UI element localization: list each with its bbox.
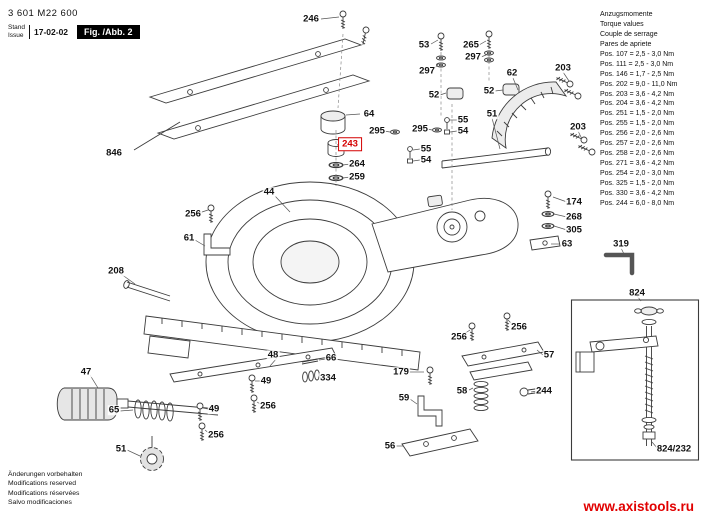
part-callout-203: 203 (554, 62, 572, 74)
torque-title-line: Pares de apriete (600, 40, 652, 48)
torque-entry: Pos. 251 = 1,5 - 2,0 Nm (600, 110, 675, 118)
part-callout-59: 59 (397, 392, 411, 404)
torque-entry: Pos. 204 = 3,6 - 4,2 Nm (600, 100, 675, 108)
angle-scale-drawing (491, 81, 568, 150)
part-callout-58: 58 (455, 385, 469, 397)
document-header: 3 601 M22 600 Stand Issue 17-02-02 Fig. … (8, 8, 140, 40)
bracket-assembly-drawing (401, 312, 545, 457)
torque-entry: Pos. 202 = 9,0 - 11,0 Nm (600, 80, 678, 88)
part-callout-61: 61 (182, 232, 196, 244)
part-callout-65: 65 (107, 404, 121, 416)
part-callout-62: 62 (505, 67, 519, 79)
part-callout-52: 52 (427, 89, 441, 101)
part-callout-44: 44 (262, 186, 276, 198)
part-callout-47: 47 (79, 366, 93, 378)
part-callout-57: 57 (542, 349, 556, 361)
part-callout-319: 319 (612, 238, 630, 250)
brace-divider (29, 24, 30, 39)
part-callout-53: 53 (417, 39, 431, 51)
part-callout-256: 256 (450, 331, 468, 343)
part-callout-52: 52 (482, 85, 496, 97)
part-callout-51: 51 (114, 443, 128, 455)
torque-entry: Pos. 107 = 2,5 - 3,0 Nm (600, 50, 675, 58)
issue-date: 17-02-02 (34, 26, 69, 37)
part-callout-824: 824 (628, 287, 646, 299)
figure-badge: Fig. /Abb. 2 (77, 24, 140, 39)
part-callout-295: 295 (368, 125, 386, 137)
part-callout-244: 244 (535, 385, 553, 397)
part-callout-846: 846 (105, 147, 123, 159)
part-callout-824-232: 824/232 (655, 443, 693, 455)
torque-entry: Pos. 258 = 2,0 - 2,6 Nm (600, 150, 675, 158)
torque-entry: Pos. 330 = 3,6 - 4,2 Nm (600, 189, 675, 197)
part-callout-256: 256 (259, 400, 277, 412)
document-number: 3 601 M22 600 (8, 8, 78, 19)
left-small-parts-drawing (123, 204, 231, 302)
stand-label: Stand (8, 24, 25, 31)
part-callout-243: 243 (338, 137, 362, 151)
part-callout-179: 179 (392, 366, 410, 378)
part-callout-55: 55 (456, 114, 470, 126)
slide-bar-drawing (169, 347, 337, 442)
bolt-203-drawing (554, 74, 597, 157)
fence-rails-drawing (133, 38, 371, 151)
part-callout-259: 259 (348, 171, 366, 183)
footnote-line: Modifications reserved (8, 480, 76, 488)
assembly-axes (335, 33, 490, 210)
part-callout-48: 48 (266, 349, 280, 361)
part-callout-246: 246 (302, 13, 320, 25)
torque-entry: Pos. 257 = 2,0 - 2,6 Nm (600, 140, 675, 148)
turntable-base-drawing (143, 181, 519, 371)
stand-issue-labels: Stand Issue (8, 24, 25, 40)
part-callout-264: 264 (348, 158, 366, 170)
top-fasteners-drawing (339, 10, 520, 100)
torque-title-line: Couple de serrage (600, 30, 658, 38)
part-callout-268: 268 (565, 211, 583, 223)
watermark-link[interactable]: www.axistools.ru (583, 499, 694, 514)
torque-entry: Pos. 325 = 1,5 - 2,0 Nm (600, 179, 675, 187)
footnote-line: Salvo modificaciones (8, 499, 72, 507)
part-callout-256: 256 (510, 321, 528, 333)
torque-entry: Pos. 271 = 3,6 - 4,2 Nm (600, 160, 675, 168)
part-callout-256: 256 (207, 429, 225, 441)
torque-entry: Pos. 256 = 2,0 - 2,6 Nm (600, 130, 675, 138)
footnote-line: Modifications réservées (8, 489, 80, 497)
part-callout-334: 334 (319, 372, 337, 384)
torque-entry: Pos. 254 = 2,0 - 3,0 Nm (600, 170, 675, 177)
part-callout-305: 305 (565, 224, 583, 236)
part-callout-174: 174 (565, 196, 583, 208)
part-callout-56: 56 (383, 440, 397, 452)
part-callout-55: 55 (419, 143, 433, 155)
torque-entry: Pos. 146 = 1,7 - 2,5 Nm (600, 70, 675, 78)
footnote-line: Änderungen vorbehalten (8, 470, 83, 478)
part-callout-66: 66 (324, 352, 338, 364)
issue-label: Issue (8, 31, 24, 39)
part-callout-208: 208 (107, 265, 125, 277)
part-callout-54: 54 (456, 125, 470, 137)
torque-title-line: Torque values (600, 20, 644, 28)
part-callout-49: 49 (207, 403, 221, 415)
part-callout-297: 297 (418, 65, 436, 77)
torque-entry: Pos. 244 = 6,0 - 8,0 Nm (600, 199, 675, 207)
part-callout-49: 49 (259, 375, 273, 387)
part-callout-54: 54 (419, 154, 433, 166)
part-callout-203: 203 (569, 121, 587, 133)
torque-entry: Pos. 111 = 2,5 - 3,0 Nm (600, 60, 674, 68)
torque-title-line: Anzugsmomente (600, 11, 653, 18)
part-callout-64: 64 (362, 108, 376, 120)
part-callout-256: 256 (184, 208, 202, 220)
torque-entry: Pos. 255 = 1,5 - 2,0 Nm (600, 120, 675, 128)
right-small-parts-drawing (529, 190, 635, 276)
part-callout-297: 297 (464, 51, 482, 63)
part-callout-63: 63 (560, 238, 574, 250)
part-callout-265: 265 (462, 39, 480, 51)
part-callout-295: 295 (411, 123, 429, 135)
part-callout-51: 51 (485, 108, 499, 120)
knob-assembly-drawing (56, 387, 219, 471)
clamp-inset-drawing (570, 299, 700, 461)
torque-entry: Pos. 203 = 3,6 - 4,2 Nm (600, 90, 675, 98)
